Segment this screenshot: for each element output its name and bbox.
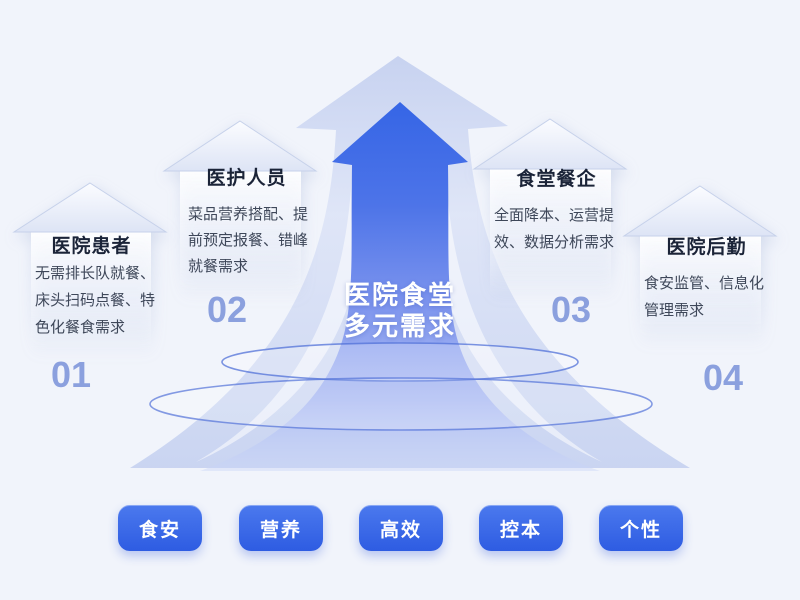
group-title-logistics: 医院后勤 xyxy=(666,237,747,258)
tag-button-efficiency[interactable]: 高效 xyxy=(359,505,443,551)
house-icon-patients xyxy=(12,182,168,352)
ripple-ring-small xyxy=(221,342,579,382)
ripple-ring-large xyxy=(149,377,653,431)
group-number-03: 03 xyxy=(550,289,592,330)
main-arrow-shape xyxy=(200,102,600,471)
tag-button-personalization[interactable]: 个性 xyxy=(599,505,683,551)
group-number-01: 01 xyxy=(50,354,92,395)
arrow-highlight-right xyxy=(439,170,602,462)
house-icon-medical-staff xyxy=(162,120,318,296)
group-title-patients: 医院患者 xyxy=(51,236,132,257)
group-desc-medical-staff: 菜品营养搭配、提前预定报餐、错峰就餐需求 xyxy=(188,206,309,275)
group-desc-catering-enterprise: 全面降本、运营提效、数据分析需求 xyxy=(494,207,615,251)
house-icon-logistics xyxy=(622,185,778,342)
group-desc-patients: 无需排长队就餐、床头扫码点餐、特色化餐食需求 xyxy=(35,265,156,336)
tag-button-nutrition[interactable]: 营养 xyxy=(239,505,323,551)
center-title-line2: 多元需求 xyxy=(343,311,456,341)
house-icon-catering-enterprise xyxy=(472,118,628,296)
center-title: 医院食堂 多元需求 xyxy=(290,280,510,342)
group-title-medical-staff: 医护人员 xyxy=(206,168,287,189)
tag-button-cost-control[interactable]: 控本 xyxy=(479,505,563,551)
group-title-catering-enterprise: 食堂餐企 xyxy=(516,169,597,190)
tag-button-food-safety[interactable]: 食安 xyxy=(118,505,202,551)
group-number-02: 02 xyxy=(206,289,248,330)
group-desc-logistics: 食安监管、信息化管理需求 xyxy=(644,275,765,319)
group-number-04: 04 xyxy=(702,357,744,398)
arrow-highlight-left xyxy=(196,170,359,462)
center-title-line1: 医院食堂 xyxy=(343,280,456,310)
